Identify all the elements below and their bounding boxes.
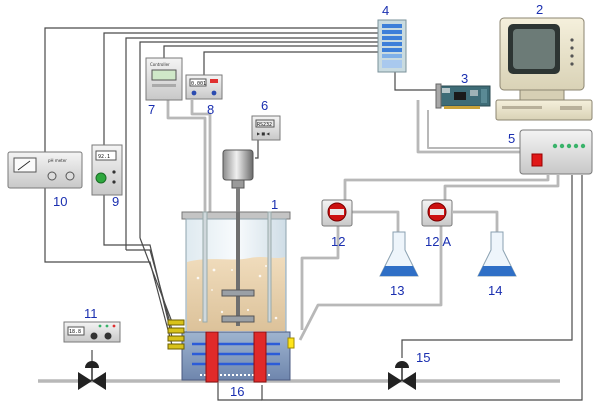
- unit-9-display: 92.1: [98, 154, 110, 160]
- label-12: 12: [331, 234, 345, 249]
- tube-pump12-vessel: [300, 225, 340, 330]
- label-11: 11: [84, 306, 98, 321]
- wire-to-heater: [261, 175, 583, 401]
- label-2: 2: [536, 2, 543, 17]
- label-1: 1: [271, 197, 278, 212]
- wire-controller-8: [203, 51, 378, 75]
- flask-13: [379, 231, 419, 277]
- label-3: 3: [461, 71, 468, 86]
- label-12a: 12 A: [425, 234, 451, 249]
- unit-11-display: 18.8: [69, 329, 81, 335]
- cable-card-to-unit5-b: [427, 110, 520, 149]
- wire-to-valve-15: [401, 175, 573, 358]
- valve-11: [78, 361, 106, 390]
- unit-9: 92.1: [91, 144, 123, 196]
- control-unit-5: [519, 129, 593, 175]
- tube-pump12a-vessel: [298, 225, 443, 341]
- wire-heater-loop: [217, 380, 262, 401]
- computer: [495, 17, 593, 121]
- label-16: 16: [230, 384, 244, 399]
- wire-ph-meter: [44, 27, 378, 190]
- controller-7: Controller: [145, 57, 183, 101]
- signal-wires: [44, 27, 583, 401]
- tube-unit5-pump12a: [443, 175, 560, 200]
- motor-driver-6: RS232 ▶ ■ ◀: [251, 115, 281, 141]
- tube-controller-8: [190, 100, 212, 212]
- driver-display: RS232: [257, 122, 272, 128]
- tubing: [38, 100, 560, 383]
- ph-meter-label: pH meter: [48, 158, 67, 163]
- wire-driver-to-motor: [255, 140, 259, 159]
- wire-probe-a: [125, 37, 378, 250]
- controller-7-title: Controller: [150, 62, 170, 67]
- wire-unit-9: [103, 32, 378, 145]
- cable-card-to-unit5: [416, 100, 520, 154]
- tube-unit5-pump12: [343, 175, 550, 200]
- label-7: 7: [148, 102, 155, 117]
- heating-jacket: [181, 331, 295, 383]
- interface-card: [435, 83, 491, 109]
- io-module: [377, 19, 407, 73]
- label-6: 6: [261, 98, 268, 113]
- controller-8-display: 0.001: [191, 81, 206, 87]
- sensor-probes: [167, 319, 185, 350]
- pump-12: [321, 199, 353, 227]
- driver-glyphs: ▶ ■ ◀: [257, 131, 270, 136]
- tube-pump12-flask13: [350, 210, 400, 235]
- label-13: 13: [390, 283, 404, 298]
- bioreactor-vessel: [181, 149, 291, 333]
- label-5: 5: [508, 131, 515, 146]
- controller-8: 0.001: [185, 74, 223, 100]
- flask-14: [477, 231, 517, 277]
- tube-pump12a-flask14: [453, 210, 499, 235]
- wire-probe-b-end: [139, 237, 173, 323]
- label-8: 8: [207, 102, 214, 117]
- pump-12a: [421, 199, 453, 227]
- bubbles: [196, 265, 278, 322]
- wire-controller-7: [163, 45, 378, 58]
- label-9: 9: [112, 194, 119, 209]
- wire-module-to-card: [394, 70, 440, 91]
- label-15: 15: [416, 350, 430, 365]
- wire-probe-b: [139, 41, 378, 238]
- tube-controller-7: [166, 100, 207, 212]
- label-4: 4: [382, 3, 389, 18]
- label-14: 14: [488, 283, 502, 298]
- wire-ph-meter-probe: [44, 190, 173, 346]
- wire-unit-9-probe: [103, 195, 173, 338]
- valve-15: [388, 361, 416, 390]
- ph-meter-10: pH meter: [7, 151, 83, 189]
- unit-11: 18.8: [63, 321, 121, 343]
- label-10: 10: [53, 194, 67, 209]
